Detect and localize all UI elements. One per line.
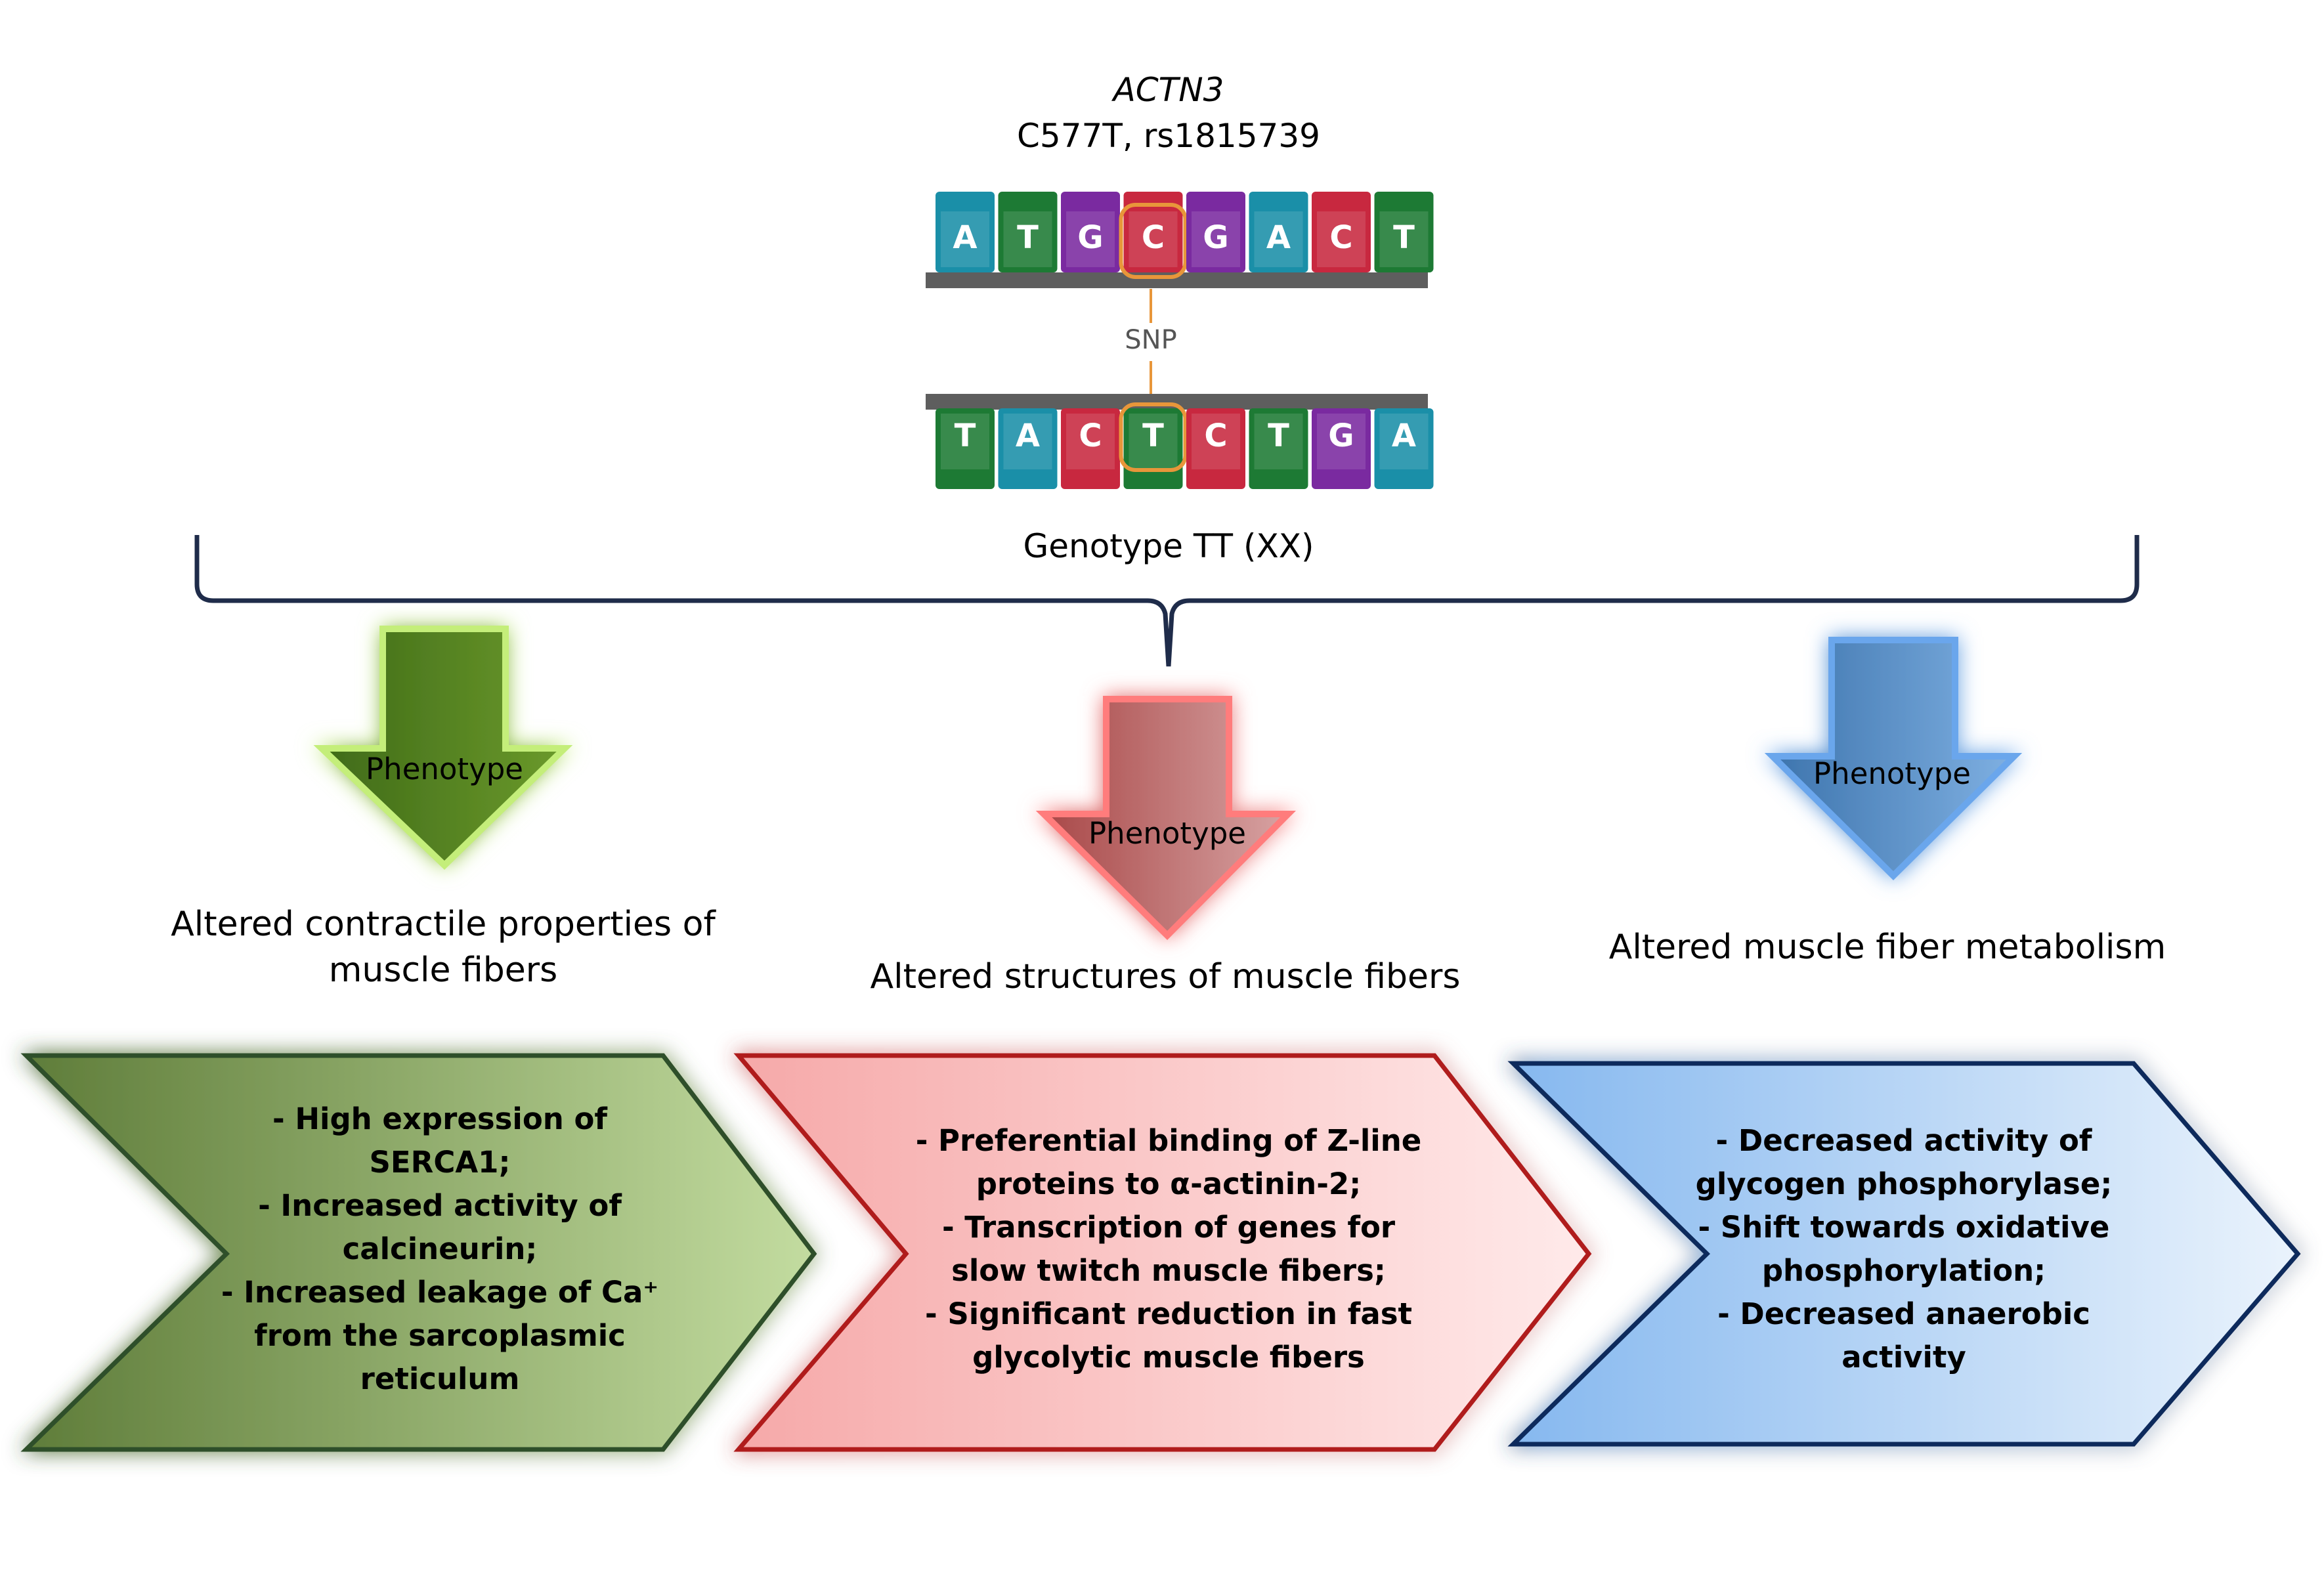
blue-box-line: - Decreased anaerobic [1717, 1296, 2090, 1331]
chevron-box-red [733, 1053, 1592, 1452]
gene-name: ACTN3 [1113, 71, 1224, 109]
blue-box-line: - Shift towards oxidative [1698, 1210, 2110, 1245]
base-letter: G [1077, 219, 1103, 256]
base-letter: T [1268, 417, 1289, 454]
red-box-line: slow twitch muscle fibers; [951, 1253, 1386, 1288]
blue-box-line: activity [1841, 1340, 1966, 1375]
base-letter: A [953, 219, 977, 256]
red-box-line: - Transcription of genes for [941, 1210, 1396, 1245]
phenotype-arrow-blue [1764, 637, 2023, 881]
phenotype-label-1: Phenotype [366, 752, 523, 786]
top-base-T: T [998, 192, 1058, 272]
snp-highlight [1119, 203, 1188, 279]
blue-box-line: - Decreased activity of [1715, 1123, 2092, 1158]
base-letter: T [1017, 219, 1039, 256]
base-letter: T [1393, 219, 1415, 256]
base-letter: T [955, 417, 976, 454]
green-box-line: - High expression of [272, 1102, 607, 1136]
base-letter: C [1142, 219, 1165, 256]
top-base-T: T [1374, 192, 1434, 272]
phenotype-label-3: Phenotype [1813, 756, 1971, 791]
top-base-G: G [1186, 192, 1245, 272]
bottom-base-T: T [936, 408, 995, 489]
green-box-line: from the sarcoplasmic [254, 1318, 626, 1353]
green-box-line: - Increased leakage of Ca⁺ [221, 1275, 659, 1310]
phenotype-description-2: Altered structures of muscle fibers [870, 957, 1461, 996]
blue-box-line: phosphorylation; [1761, 1253, 2046, 1288]
phenotype-arrow-green [313, 626, 573, 870]
red-box-line: - Significant reduction in fast [924, 1296, 1413, 1331]
phenotype-label-2: Phenotype [1088, 816, 1246, 851]
base-letter: C [1329, 219, 1352, 256]
variant-id: C577T, rs1815739 [1017, 117, 1320, 155]
red-box-line: proteins to α-actinin-2; [976, 1167, 1362, 1201]
bottom-base-G: G [1312, 408, 1371, 489]
base-letter: A [1016, 417, 1040, 454]
green-box-line: SERCA1; [369, 1145, 511, 1180]
red-box-text: - Preferential binding of Z-line protein… [873, 1119, 1464, 1379]
base-letter: T [1142, 417, 1164, 454]
blue-box-text: - Decreased activity of glycogen phospho… [1641, 1119, 2166, 1379]
snp-highlight [1119, 402, 1188, 472]
bottom-base-A: A [1374, 408, 1434, 489]
base-letter: C [1204, 417, 1227, 454]
top-base-C: C [1312, 192, 1371, 272]
phenotype-arrow-red [1035, 696, 1297, 941]
top-base-G: G [1061, 192, 1120, 272]
top-base-A: A [1249, 192, 1308, 272]
phenotype-description-3: Altered muscle fiber metabolism [1608, 928, 2166, 967]
dna-illustration: A T G C G A C T T A C T C T G A [926, 192, 1434, 489]
bottom-base-A: A [998, 408, 1058, 489]
red-box-line: glycolytic muscle fibers [972, 1340, 1365, 1375]
genotype-brace [194, 535, 2140, 667]
phenotype-description-1: Altered contractile properties of muscle… [131, 901, 755, 993]
chevron-box-blue [1507, 1061, 2301, 1447]
top-base-A: A [936, 192, 995, 272]
base-letter: A [1392, 417, 1416, 454]
base-letter: G [1203, 219, 1228, 256]
green-box-text: - High expression of SERCA1; - Increased… [171, 1098, 709, 1401]
base-letter: G [1328, 417, 1354, 454]
genotype-label: Genotype TT (XX) [1023, 527, 1314, 565]
base-letter: A [1266, 219, 1291, 256]
top-base-C: C [1119, 192, 1188, 279]
snp-label: SNP [1125, 325, 1177, 355]
green-box-line: - Increased activity of [258, 1188, 622, 1223]
green-box-line: reticulum [360, 1361, 520, 1396]
bottom-base-C: C [1061, 408, 1120, 489]
chevron-box-green [20, 1053, 817, 1452]
green-box-line: calcineurin; [342, 1231, 538, 1266]
bottom-base-C: C [1186, 408, 1245, 489]
bottom-base-T: T [1119, 402, 1188, 489]
bottom-base-T: T [1249, 408, 1308, 489]
phenotype-description-1-line-1: Altered contractile properties of [171, 905, 716, 944]
red-box-line: - Preferential binding of Z-line [915, 1123, 1422, 1158]
base-letter: C [1079, 417, 1102, 454]
phenotype-description-1-line-2: muscle fibers [328, 951, 558, 990]
blue-box-line: glycogen phosphorylase; [1695, 1167, 2113, 1201]
